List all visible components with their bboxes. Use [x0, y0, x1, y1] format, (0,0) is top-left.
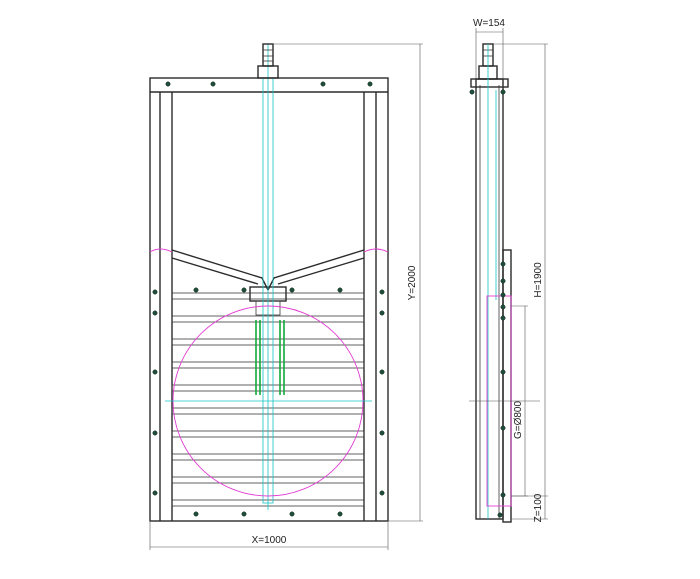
dimension-z: Z=100: [511, 493, 548, 522]
opening-arcs: [149, 248, 389, 253]
dim-h-label: H=1900: [533, 262, 544, 298]
dim-w-label: W=154: [473, 18, 505, 29]
frame-outline: [149, 77, 389, 522]
dim-z-label: Z=100: [533, 493, 544, 522]
gate-v-edge: [171, 249, 365, 291]
stem-collar: [257, 65, 279, 79]
dimension-y: Y=2000: [273, 43, 423, 522]
stem-guides: [255, 320, 285, 395]
dimension-w: W=154: [473, 18, 505, 78]
dim-x-label: X=1000: [252, 535, 287, 546]
front-view: [149, 43, 389, 522]
bolts: [152, 81, 385, 517]
dimension-x: X=1000: [149, 522, 389, 550]
side-gate-blade: [502, 249, 512, 523]
dim-y-label: Y=2000: [407, 265, 418, 300]
side-bolts: [469, 89, 506, 518]
dim-g-label: G=Ø800: [513, 401, 524, 440]
gate-v-edge-inner: [171, 257, 365, 285]
dimension-g: G=Ø800: [511, 305, 528, 497]
side-view: [469, 43, 540, 523]
